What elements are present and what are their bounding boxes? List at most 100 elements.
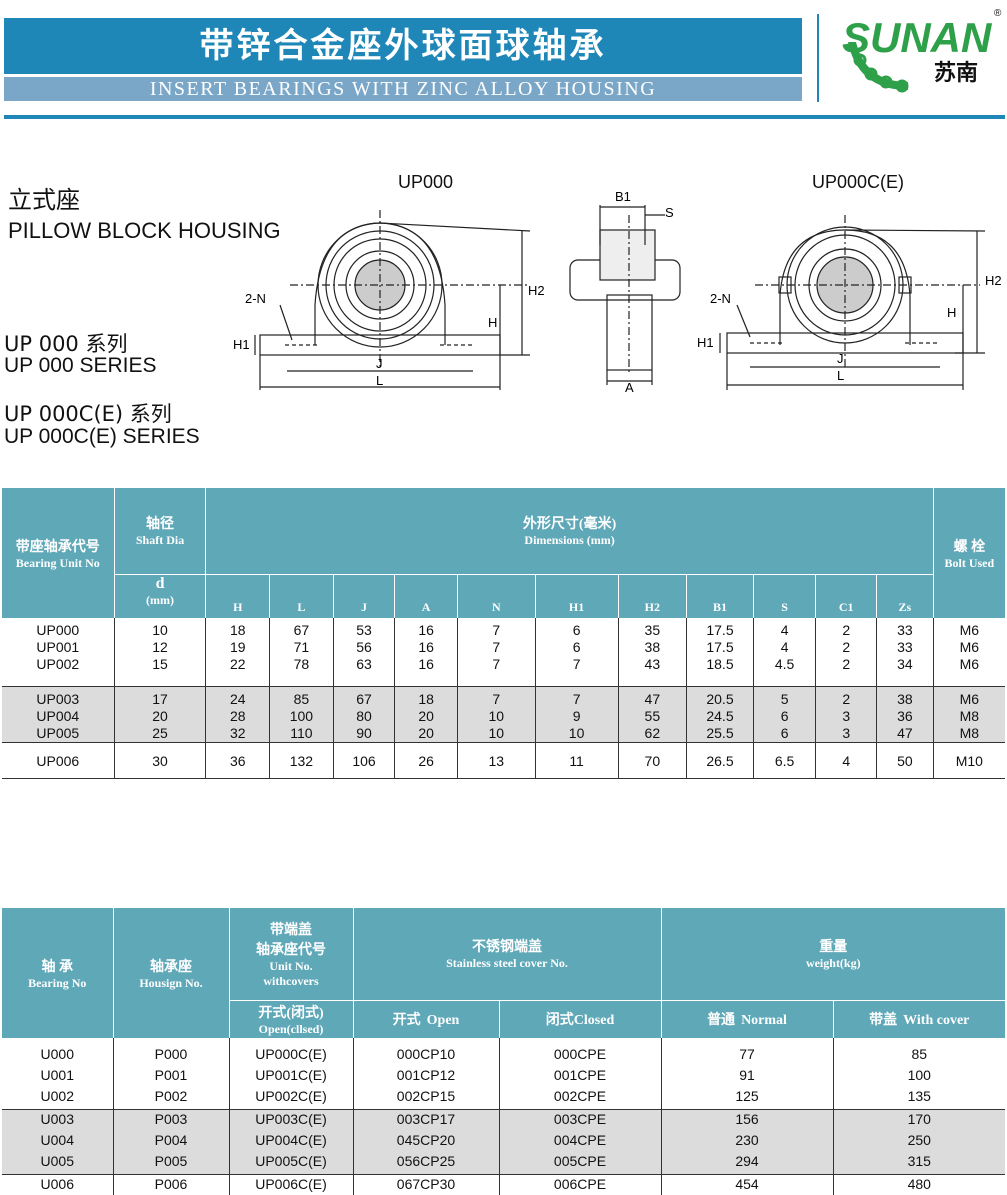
logo-cn: 苏南: [934, 60, 978, 86]
cell-value: 7: [492, 656, 501, 672]
cell-value: 003CP17: [396, 1111, 456, 1127]
label-l: L: [376, 373, 383, 388]
cell-value: 7: [492, 622, 501, 638]
cell-value: 100: [907, 1067, 931, 1083]
cell-value: 36: [897, 707, 913, 724]
cell-value: 294: [735, 1153, 759, 1169]
th-col-l: L: [269, 573, 334, 618]
cell-value: 18.5: [706, 656, 734, 672]
cell-value: M8: [959, 707, 980, 724]
cell-a: 26: [394, 742, 458, 779]
cell-open: 067CP30: [352, 1174, 499, 1195]
th-col-zs: Zs: [876, 573, 934, 618]
cell-value: 2: [842, 622, 851, 638]
th-d: d(mm): [113, 573, 206, 618]
cell-b1: 26.5: [686, 742, 754, 779]
cell-value: 67: [293, 622, 310, 638]
cell-housing: P006: [112, 1174, 229, 1195]
cell-value: UP004C(E): [255, 1132, 327, 1148]
series2-cn: UP 000C(E) 系列: [4, 402, 172, 426]
cell-value: 16: [418, 639, 434, 655]
cell-value: UP005C(E): [255, 1153, 327, 1169]
cell-unit: UP003C(E)UP004C(E)UP005C(E): [228, 1109, 353, 1175]
cell-bolt: M10: [932, 742, 1005, 779]
cell-value: 9: [572, 707, 581, 724]
cell-value: 2: [842, 639, 851, 655]
cell-value: 125: [735, 1088, 759, 1104]
label-j: J: [376, 356, 383, 371]
cell-value: 6: [572, 622, 581, 638]
th-unit-covers: 带端盖轴承座代号 Unit No.withcovers: [228, 908, 353, 1000]
series1-en: UP 000 SERIES: [4, 354, 157, 377]
logo-text: SUNAN: [842, 14, 993, 61]
cell-j: 106: [332, 742, 395, 779]
cell-value: UP001C(E): [255, 1067, 327, 1083]
cell-value: P005: [154, 1153, 188, 1169]
diagram-right-title: UP000C(E): [812, 172, 905, 192]
cell-value: 000CP10: [396, 1046, 456, 1062]
header-title-en: INSERT BEARINGS WITH ZINC ALLOY HOUSING: [4, 77, 802, 101]
cell-value: 24.5: [706, 707, 734, 724]
th-col-j: J: [332, 573, 395, 618]
cell-value: U004: [40, 1132, 74, 1148]
cell-value: U000: [40, 1046, 74, 1062]
cell-value: 90: [356, 724, 372, 741]
cell-value: 91: [739, 1067, 755, 1083]
cell-value: 4.5: [774, 656, 795, 672]
cell-closed: 006CPE: [498, 1174, 662, 1195]
cell-h: 36: [205, 742, 270, 779]
label-s: S: [665, 205, 674, 220]
cell-value: 38: [897, 690, 913, 707]
cell-value: U001: [40, 1067, 74, 1083]
cell-value: 62: [644, 724, 661, 741]
cell-value: 18: [230, 622, 246, 638]
logo-registered-mark: ®: [994, 8, 1002, 19]
cell-value: 20: [418, 724, 434, 741]
th-col-b1: B1: [686, 573, 754, 618]
cell-value: P004: [154, 1132, 188, 1148]
cell-bearing: U006: [2, 1174, 113, 1195]
cell-value: 7: [572, 656, 581, 672]
cell-value: UP000C(E): [255, 1046, 327, 1062]
cell-value: P000: [154, 1046, 188, 1062]
cell-value: 12: [152, 639, 168, 655]
cell-value: 77: [739, 1046, 755, 1062]
cell-value: 47: [644, 690, 661, 707]
label-2n: 2-N: [710, 291, 731, 306]
cell-value: 001CP12: [396, 1067, 456, 1083]
header-rule: [4, 115, 1005, 119]
cell-value: 6: [572, 639, 581, 655]
cell-value: 13: [488, 752, 505, 769]
type-cn: 立式座: [8, 186, 80, 214]
cell-value: M10: [955, 752, 983, 769]
cell-value: 80: [356, 707, 372, 724]
th-col-h2: H2: [617, 573, 687, 618]
cell-value: M6: [959, 656, 980, 672]
cell-unit: UP000C(E)UP001C(E)UP002C(E): [228, 1038, 353, 1110]
cell-h2: 70: [617, 742, 687, 779]
cell-value: 006CPE: [553, 1176, 607, 1192]
cell-value: 10: [488, 707, 505, 724]
label-h: H: [947, 305, 956, 320]
cell-units: UP006: [2, 742, 115, 779]
